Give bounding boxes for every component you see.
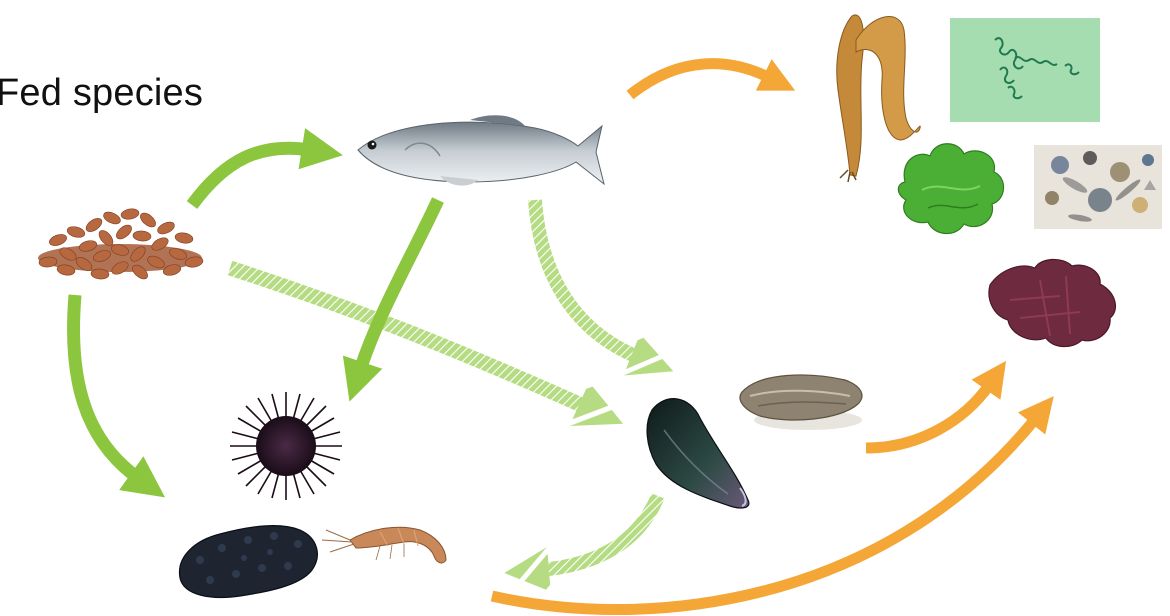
arrow-fish-to-mussel [535, 200, 640, 358]
oyster-icon [740, 375, 862, 430]
red-seaweed-icon [989, 259, 1115, 346]
kelp-icon [837, 15, 920, 182]
microalgae-icon [950, 18, 1100, 122]
mussel-icon [647, 399, 749, 508]
arrow-sea-cucumber-to-red-seaweed [492, 418, 1036, 610]
fish-icon [358, 115, 604, 185]
pellets-icon [38, 208, 204, 282]
arrow-pellets-to-mussel [230, 268, 588, 408]
arrow-fish-to-kelp [630, 64, 770, 95]
sea-cucumber-icon [179, 526, 317, 598]
arrow-mussel-to-sea-cucumber [540, 496, 658, 570]
arrow-oyster-to-red-seaweed [866, 384, 990, 448]
arrow-pellets-to-fish [192, 148, 310, 205]
urchin-icon [230, 392, 342, 500]
arrow-pellets-to-sea-cucumber [74, 295, 138, 478]
diatoms-icon [1034, 145, 1162, 229]
shrimp-icon [322, 527, 446, 563]
sea-lettuce-icon [898, 144, 1003, 234]
